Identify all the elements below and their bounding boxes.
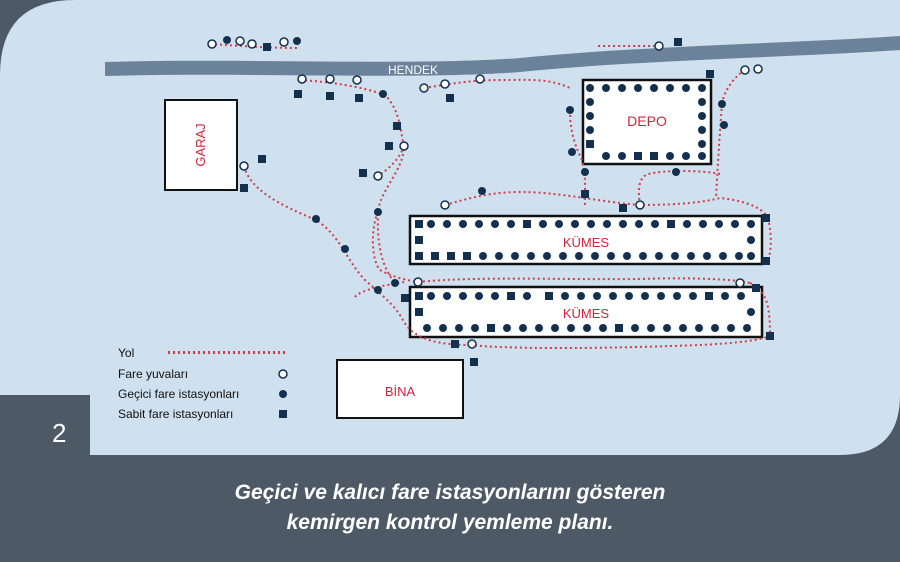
hole-icon [753,64,763,74]
fixed-station-icon [263,43,271,51]
hole-icon [352,75,362,85]
hole-icon [635,200,645,210]
fixed-station-icon [355,94,363,102]
temporary-stations [223,36,728,294]
depot-building [581,78,713,166]
hole-icon [325,74,335,84]
temporary-station-icon [312,215,320,223]
garage-label: GARAJ [193,123,208,166]
hole-icon [440,79,450,89]
fixed-station-icon [762,214,770,222]
hole-icon [467,339,477,349]
fixed-station-icon [385,142,393,150]
figure-caption: Geçici ve kalıcı fare istasyonlarını gös… [0,478,900,538]
fixed-station-icon [258,155,266,163]
legend: Yol Fare yuvaları Geçici fare istasyonla… [118,346,288,421]
coop-bottom-stations [415,292,755,332]
fixed-station-icon [451,340,459,348]
hole-icon [373,171,383,181]
fixed-station-icon [762,257,770,265]
fixed-station-icon [393,122,401,130]
fixed-station-icon [240,184,248,192]
hole-icon [735,278,745,288]
legend-path-label: Yol [118,346,134,360]
temporary-station-icon [374,286,382,294]
fixed-station-icon [706,70,714,78]
caption-line-2: kemirgen kontrol yemleme planı. [286,511,614,534]
caption-line-1: Geçici ve kalıcı fare istasyonlarını gös… [234,481,666,504]
temporary-station-icon [718,100,726,108]
fixed-station-icon [446,94,454,102]
temporary-station-icon [568,148,576,156]
temporary-station-icon [566,106,574,114]
coop-top-stations [415,220,755,260]
temporary-station-icon [391,279,399,287]
figure-number: 2 [52,418,67,448]
coop-bottom-label: KÜMES [563,306,610,321]
hole-icon [654,41,664,51]
hole-icon [207,39,217,49]
hole-icon [279,37,289,47]
fixed-station-icon [401,294,409,302]
rat-holes [207,36,763,349]
legend-holes-label: Fare yuvaları [118,367,188,381]
fixed-station-icon [581,190,589,198]
garage-building [164,99,238,191]
temporary-station-icon [379,90,387,98]
temporary-station-icon [478,187,486,195]
legend-temporary-icon [279,390,287,398]
temporary-station-icon [223,36,231,44]
legend-fixed-label: Sabit fare istasyonları [118,407,233,421]
fixed-station-icon [752,284,760,292]
main-building [336,359,464,419]
depot-stations [586,84,706,160]
hole-icon [419,83,429,93]
hole-icon [399,141,409,151]
hole-icon [740,65,750,75]
legend-fixed-icon [279,410,287,418]
fixed-station-icon [326,92,334,100]
temporary-station-icon [581,168,589,176]
fixed-stations [240,38,774,366]
temporary-station-icon [374,208,382,216]
ditch-label: HENDEK [388,63,438,77]
hole-icon [235,36,245,46]
fixed-station-icon [674,38,682,46]
fixed-station-icon [470,358,478,366]
hole-icon [440,200,450,210]
hole-icon [239,161,249,171]
temporary-station-icon [341,245,349,253]
temporary-station-icon [293,37,301,45]
building-label: BİNA [385,384,416,399]
hole-icon [297,74,307,84]
legend-temporary-label: Geçici fare istasyonları [118,387,239,401]
fixed-station-icon [294,90,302,98]
coop-top-label: KÜMES [563,235,610,250]
fixed-station-icon [766,332,774,340]
temporary-station-icon [672,168,680,176]
hole-icon [475,74,485,84]
fixed-station-icon [619,204,627,212]
hole-icon [247,39,257,49]
fixed-station-icon [359,169,367,177]
legend-hole-icon [278,369,288,379]
temporary-station-icon [720,121,728,129]
hole-icon [413,277,423,287]
depot-label: DEPO [627,113,667,129]
ditch [105,36,900,76]
